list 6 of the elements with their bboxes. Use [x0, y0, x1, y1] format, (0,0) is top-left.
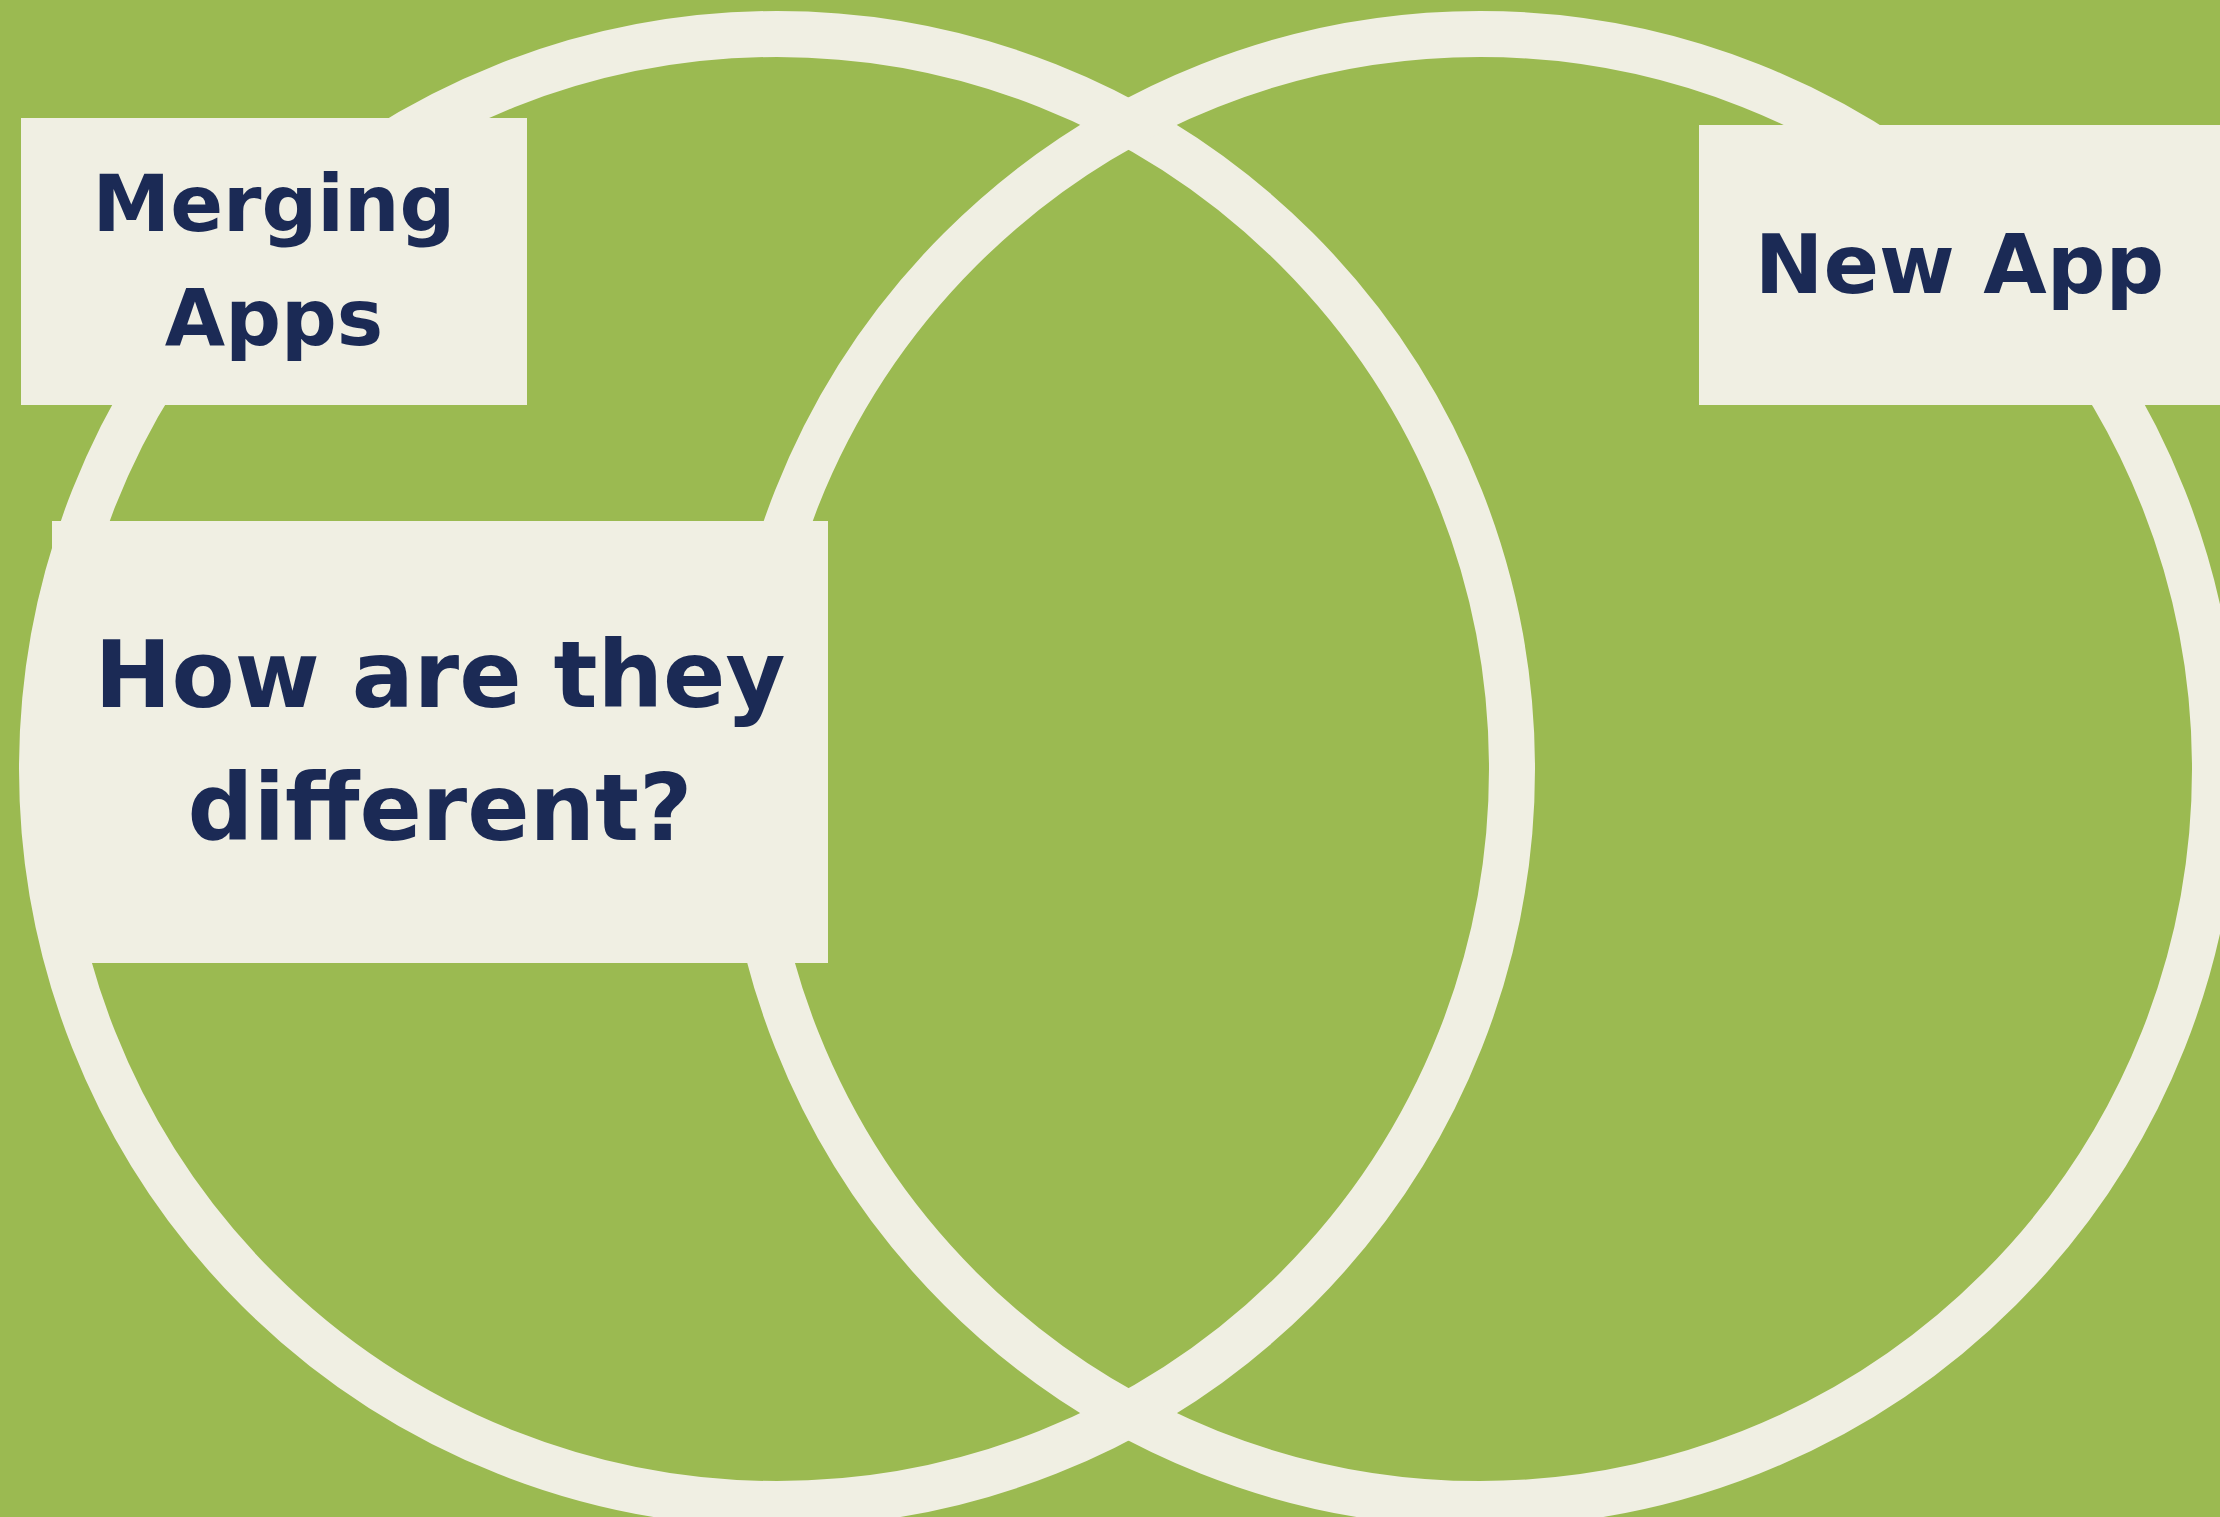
box-label: New App [1754, 215, 2165, 314]
text-box [21, 118, 527, 405]
box-label: How are they different? [93, 620, 787, 864]
text-box [52, 521, 828, 963]
box-label: Merging Apps [91, 158, 457, 365]
text-box [1699, 125, 2220, 405]
